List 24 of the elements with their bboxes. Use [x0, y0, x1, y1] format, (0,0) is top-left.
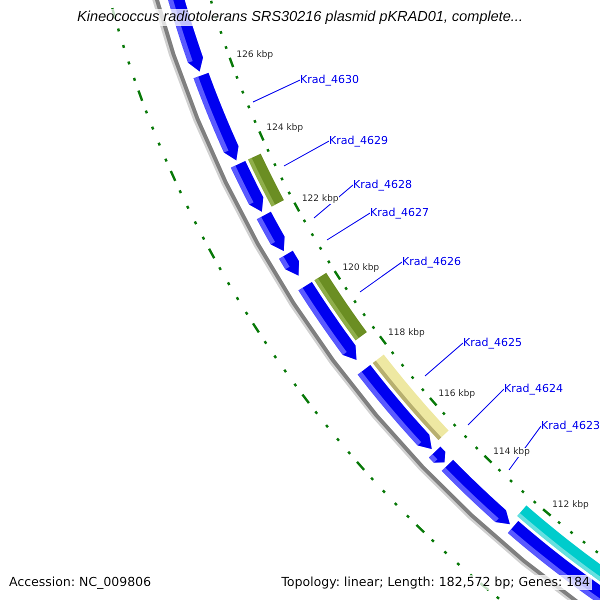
- gene-label: Krad_4629: [329, 135, 388, 146]
- sequence-info-text: Topology: linear; Length: 182,572 bp; Genes: 184: [279, 575, 592, 590]
- leader-line: [360, 262, 402, 292]
- scale-label: 122 kbp: [302, 195, 338, 204]
- scale-label: 112 kbp: [552, 501, 589, 510]
- scale-label: 114 kbp: [493, 448, 530, 457]
- gene-label: Krad_4630: [300, 74, 359, 85]
- gene-label: Krad_4628: [353, 179, 412, 190]
- leader-line: [468, 388, 504, 426]
- gene-label: Krad_4624: [504, 383, 563, 394]
- scale-label: 124 kbp: [266, 124, 304, 134]
- gene-label: Krad_4627: [370, 207, 429, 218]
- leader-line: [252, 80, 300, 102]
- scale-label: 126 kbp: [236, 50, 274, 60]
- scale-label: 120 kbp: [342, 264, 380, 273]
- leader-line: [424, 342, 464, 376]
- scale-label: 116 kbp: [438, 390, 476, 400]
- accession-text: Accession: NC_009806: [7, 575, 154, 590]
- gene-label: Krad_4625: [463, 337, 522, 348]
- gene-label: Krad_4623: [541, 420, 600, 431]
- gene-label: Krad_4626: [402, 256, 461, 267]
- scale-label: 118 kbp: [388, 328, 425, 338]
- leader-line: [326, 212, 370, 240]
- leader-line: [284, 140, 330, 166]
